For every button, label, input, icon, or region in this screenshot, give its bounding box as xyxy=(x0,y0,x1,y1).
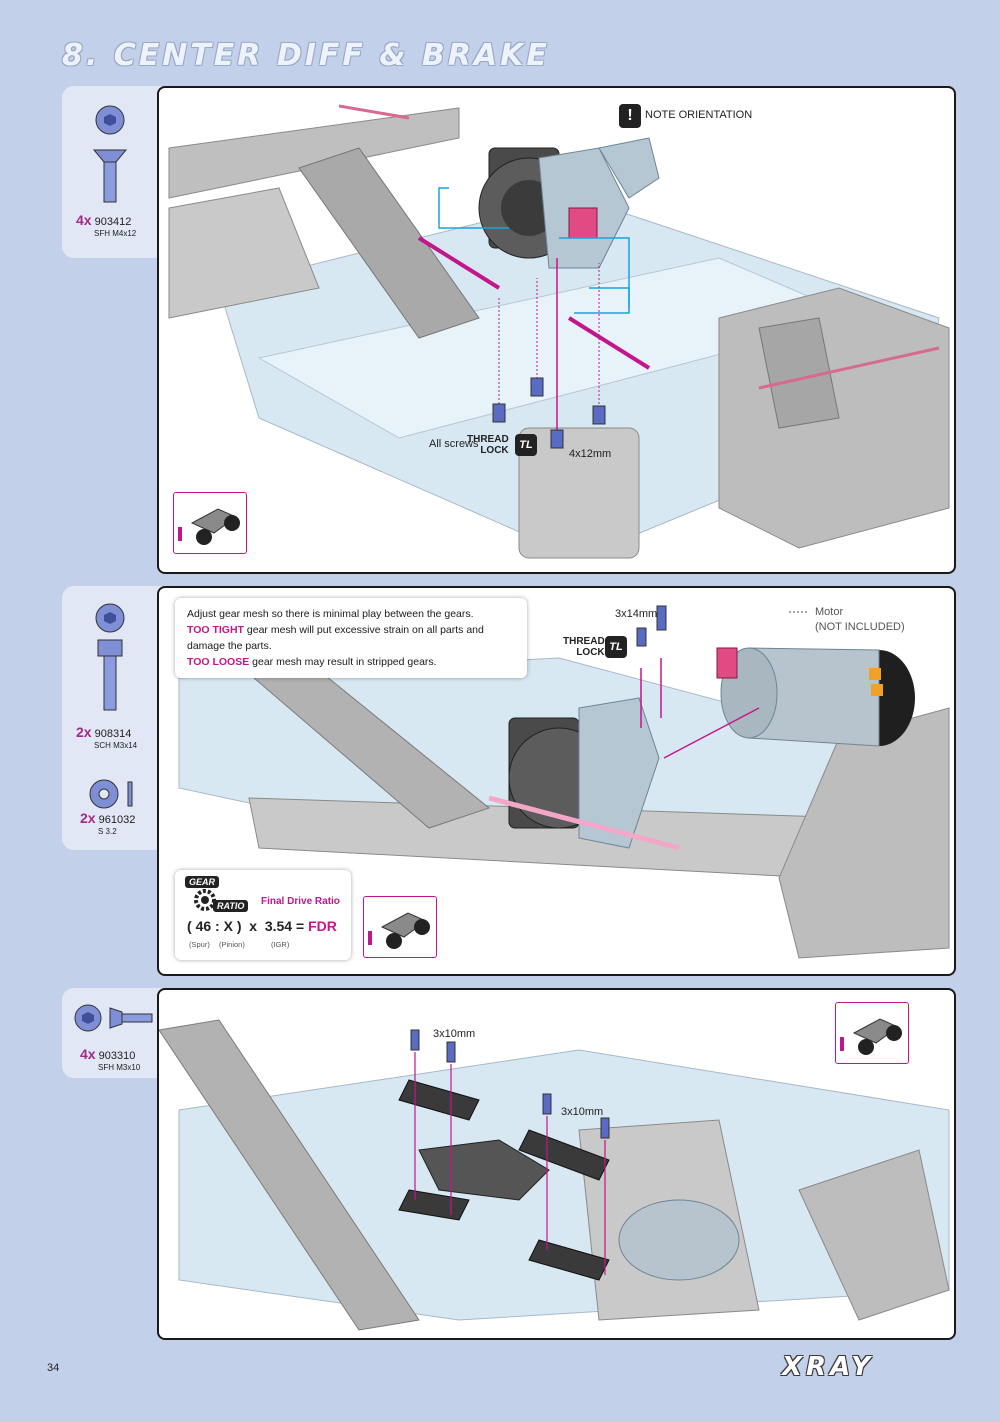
motor-label: Motor xyxy=(815,606,844,618)
page-title: 8. CENTER DIFF & BRAKE xyxy=(62,38,550,73)
spur-sub: (Spur) xyxy=(189,940,210,949)
final-drive-ratio-box: GEAR RATIO Final Drive Ratio ( 46 : X ) … xyxy=(175,870,351,960)
ratio-tag: RATIO xyxy=(213,900,249,912)
car-thumbnail-icon xyxy=(368,912,430,949)
flat-head-screw-icon xyxy=(92,105,128,203)
page-number: 34 xyxy=(47,1362,60,1374)
car-overview-thumbnail xyxy=(835,1002,909,1064)
car-overview-thumbnail xyxy=(173,492,247,554)
fdr-equation: ( 46 : X ) x 3.54 = FDR xyxy=(187,918,337,934)
parts-tab-step2: 2x 908314 SCH M3x14 2x 961032 S 3.2 xyxy=(62,586,172,850)
step3-panel: 3x10mm 3x10mm xyxy=(157,988,956,1340)
parts-tab-step3: 4x 903310 SFH M3x10 xyxy=(62,988,172,1078)
screw-size-label-b: 3x10mm xyxy=(561,1106,604,1118)
gear-mesh-note: Adjust gear mesh so there is minimal pla… xyxy=(175,598,527,678)
part-number-903412: 4x 903412 SFH M4x12 xyxy=(76,212,137,238)
step1-drawing xyxy=(168,104,950,559)
thread-lock-icon: TL xyxy=(515,434,537,456)
all-screws-label: All screws xyxy=(429,438,479,450)
part-number-908314: 2x 908314 SCH M3x14 xyxy=(76,724,138,750)
motor-not-included-label: (NOT INCLUDED) xyxy=(815,621,905,633)
parts-tab-step1: 4x 903412 SFH M4x12 xyxy=(62,86,172,258)
washer-icon xyxy=(89,779,133,809)
step2-panel: Adjust gear mesh so there is minimal pla… xyxy=(157,586,956,976)
screw-size-label: 3x14mm xyxy=(615,608,658,620)
gear-tag: GEAR xyxy=(185,876,220,888)
motor-drawing xyxy=(716,647,915,747)
fdr-title: Final Drive Ratio xyxy=(261,896,340,907)
car-thumbnail-icon xyxy=(178,508,240,545)
note-orientation-label: NOTE ORIENTATION xyxy=(645,109,753,121)
car-overview-thumbnail xyxy=(363,896,437,958)
screw-size-label: 4x12mm xyxy=(569,448,612,460)
screw-size-label-a: 3x10mm xyxy=(433,1028,476,1040)
flat-head-screw-side-icon xyxy=(74,1004,153,1032)
step3-drawing xyxy=(159,1019,950,1331)
part-number-903310: 4x 903310 SFH M3x10 xyxy=(80,1046,141,1072)
thread-lock-icon: TL xyxy=(605,636,627,658)
pinion-sub: (Pinion) xyxy=(219,940,245,949)
warning-icon: ! xyxy=(619,104,641,128)
brand-logo: XRAY xyxy=(782,1352,875,1382)
cap-head-screw-icon xyxy=(95,603,125,711)
car-thumbnail-icon xyxy=(840,1018,902,1055)
part-number-961032: 2x 961032 S 3.2 xyxy=(80,810,136,836)
igr-sub: (IGR) xyxy=(271,940,290,949)
step2-drawing xyxy=(178,605,950,959)
